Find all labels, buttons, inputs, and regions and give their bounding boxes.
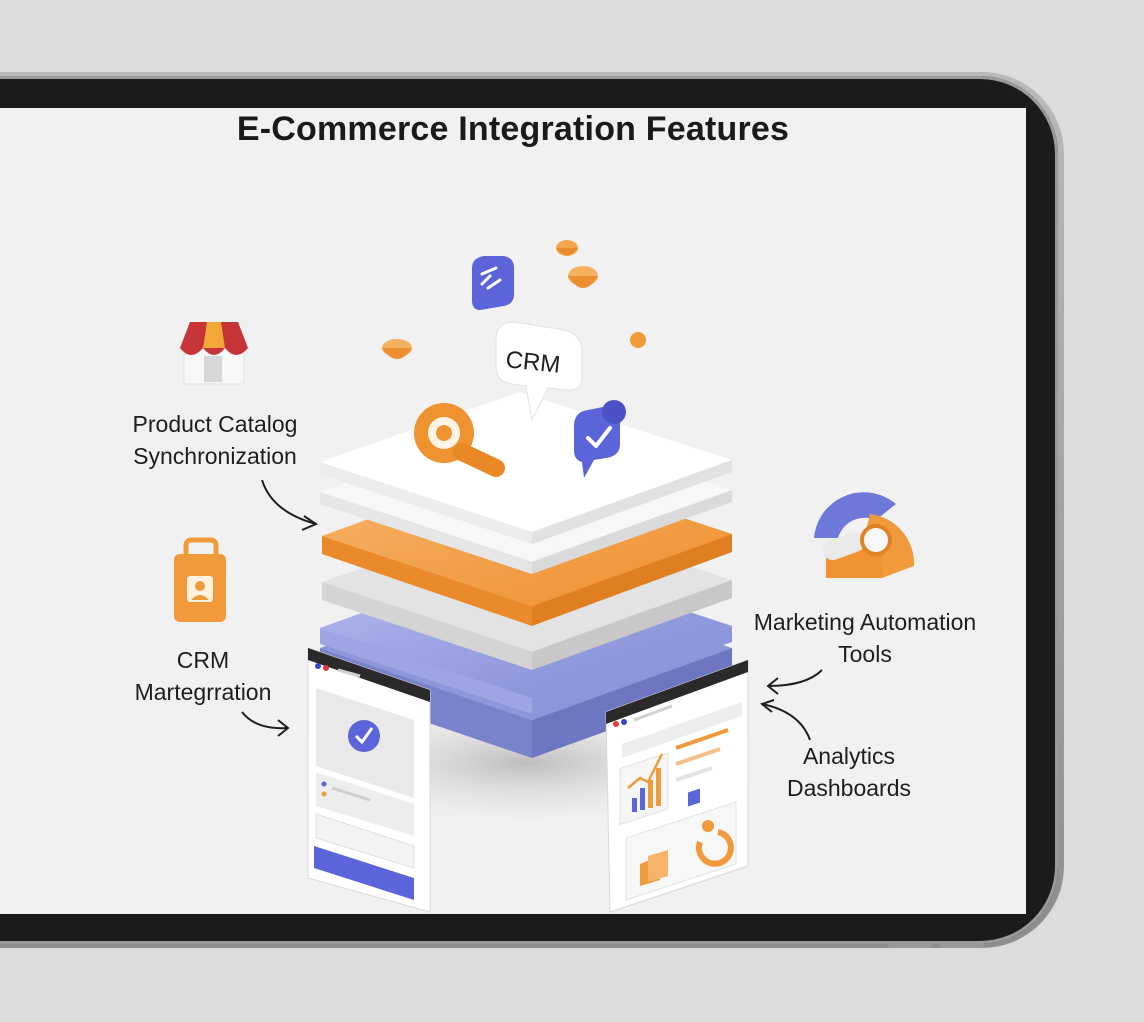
crm-chat-icon: [472, 256, 514, 310]
side-button: [888, 942, 932, 948]
store-icon: [180, 322, 248, 385]
arrow-product-catalog: [261, 479, 319, 531]
page-title: E-Commerce Integration Features: [236, 110, 790, 148]
arrow-crm: [241, 711, 290, 737]
tablet-screen: E-Commerce Integration Features: [0, 108, 1026, 914]
briefcase-icon: [174, 537, 226, 622]
label-product-catalog: Product Catalog Synchronization: [132, 411, 298, 469]
check-chat-icon: [574, 400, 626, 478]
crm-bubble: CRM: [495, 321, 583, 422]
side-button: [940, 942, 984, 948]
magnifier-icon: [414, 403, 505, 477]
crm-bubble-text: CRM: [504, 346, 561, 379]
arrow-marketing: [766, 669, 823, 695]
left-phone-mockup: [307, 647, 431, 913]
refresh-gear-icon: [814, 492, 915, 578]
coin-icon: [382, 240, 646, 359]
integration-illustration: CRM: [174, 240, 915, 913]
layer-stack: [320, 392, 732, 758]
label-analytics: Analytics Dashboards: [786, 743, 912, 801]
label-marketing: Marketing Automation Tools: [753, 609, 977, 667]
analytics-dashboard-mockup: [605, 659, 749, 913]
arrow-analytics: [759, 699, 811, 741]
label-crm: CRM Martegrration: [134, 647, 272, 705]
